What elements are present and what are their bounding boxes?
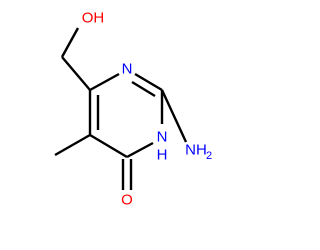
- molecule-structure: OH N NH 2 N H O: [54, 10, 212, 209]
- bond-c2-nh2: [160, 89, 188, 143]
- bond-c5-methyl: [54, 133, 91, 157]
- ring-nh-h-label: H: [157, 147, 168, 164]
- carbonyl-o-label: O: [121, 192, 133, 209]
- bond-ch2-c6: [61, 56, 91, 91]
- ring-n-top-label: N: [122, 61, 133, 78]
- bond-n1-c2-a: [134, 72, 163, 92]
- atom-labels: OH N NH 2 N H O: [82, 10, 212, 209]
- bonds: [54, 27, 188, 190]
- amino-h-count-label: 2: [206, 150, 212, 162]
- bond-n1-c2-b: [131, 80, 156, 98]
- bond-c6-n1: [89, 72, 120, 92]
- molecule-canvas: OH N NH 2 N H O: [54, 9, 213, 209]
- ring-nh-n-label: N: [157, 129, 168, 146]
- hydroxyl-label: OH: [82, 10, 105, 27]
- bond-ch2-oh: [60, 27, 80, 58]
- bond-c4-c5: [89, 133, 128, 159]
- amino-n-label: NH: [185, 142, 207, 159]
- bond-n3-c4: [126, 141, 154, 159]
